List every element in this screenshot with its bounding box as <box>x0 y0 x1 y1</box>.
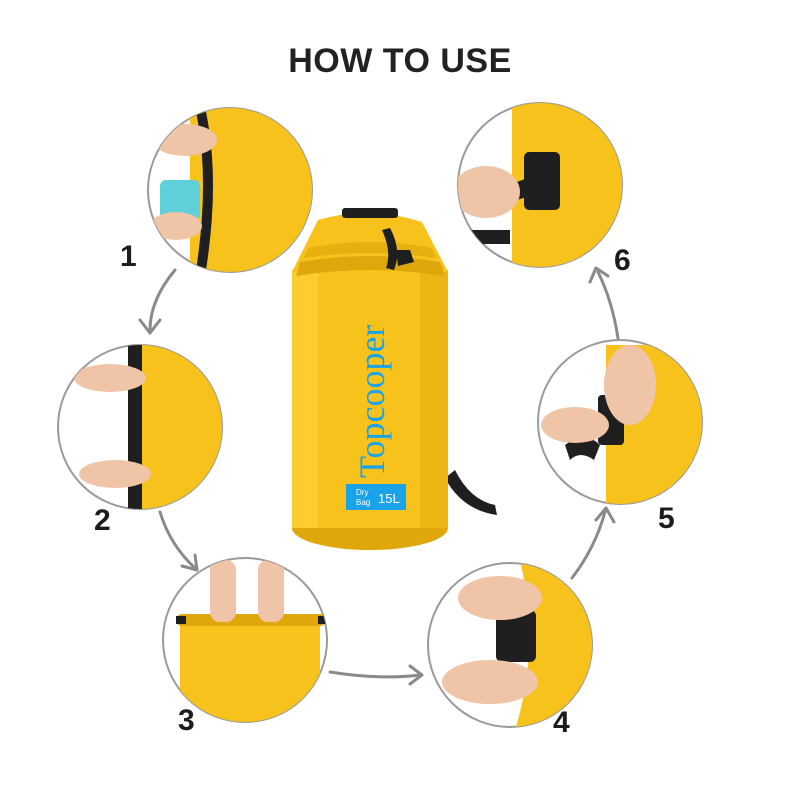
arrow-4-to-5 <box>570 510 607 580</box>
step-2-image <box>57 344 223 510</box>
page-title: HOW TO USE <box>288 42 512 80</box>
step-number-3: 3 <box>178 704 195 737</box>
step-4-image <box>427 562 593 728</box>
buckle-clip <box>496 610 536 662</box>
shoulder-strap <box>445 470 497 515</box>
step-number-6: 6 <box>614 244 631 277</box>
step-number-2: 2 <box>94 504 111 537</box>
tag-line1: Dry <box>356 488 368 497</box>
arrow-5-to-6 <box>596 270 620 340</box>
arrow-3-to-4 <box>328 670 422 679</box>
step-number-1: 1 <box>120 240 137 273</box>
step-number-5: 5 <box>658 502 675 535</box>
step-1-image <box>147 107 313 273</box>
step-number-4: 4 <box>553 706 570 739</box>
capacity-tag <box>346 484 406 510</box>
step-6-image <box>457 102 623 268</box>
arrow-1-to-2 <box>148 268 177 332</box>
dry-bag-product: Topcooper Dry Bag 15L <box>292 208 497 550</box>
arrow-2-to-3 <box>158 510 197 570</box>
phone-image <box>160 180 200 220</box>
brand-logo: Topcooper <box>352 325 392 478</box>
bag-buckle <box>342 208 398 218</box>
flow-arrows <box>138 266 620 686</box>
buckle-clip <box>524 152 560 210</box>
tag-line2: Bag <box>356 498 370 507</box>
step-5-image <box>537 339 703 505</box>
tag-capacity: 15L <box>378 491 400 506</box>
